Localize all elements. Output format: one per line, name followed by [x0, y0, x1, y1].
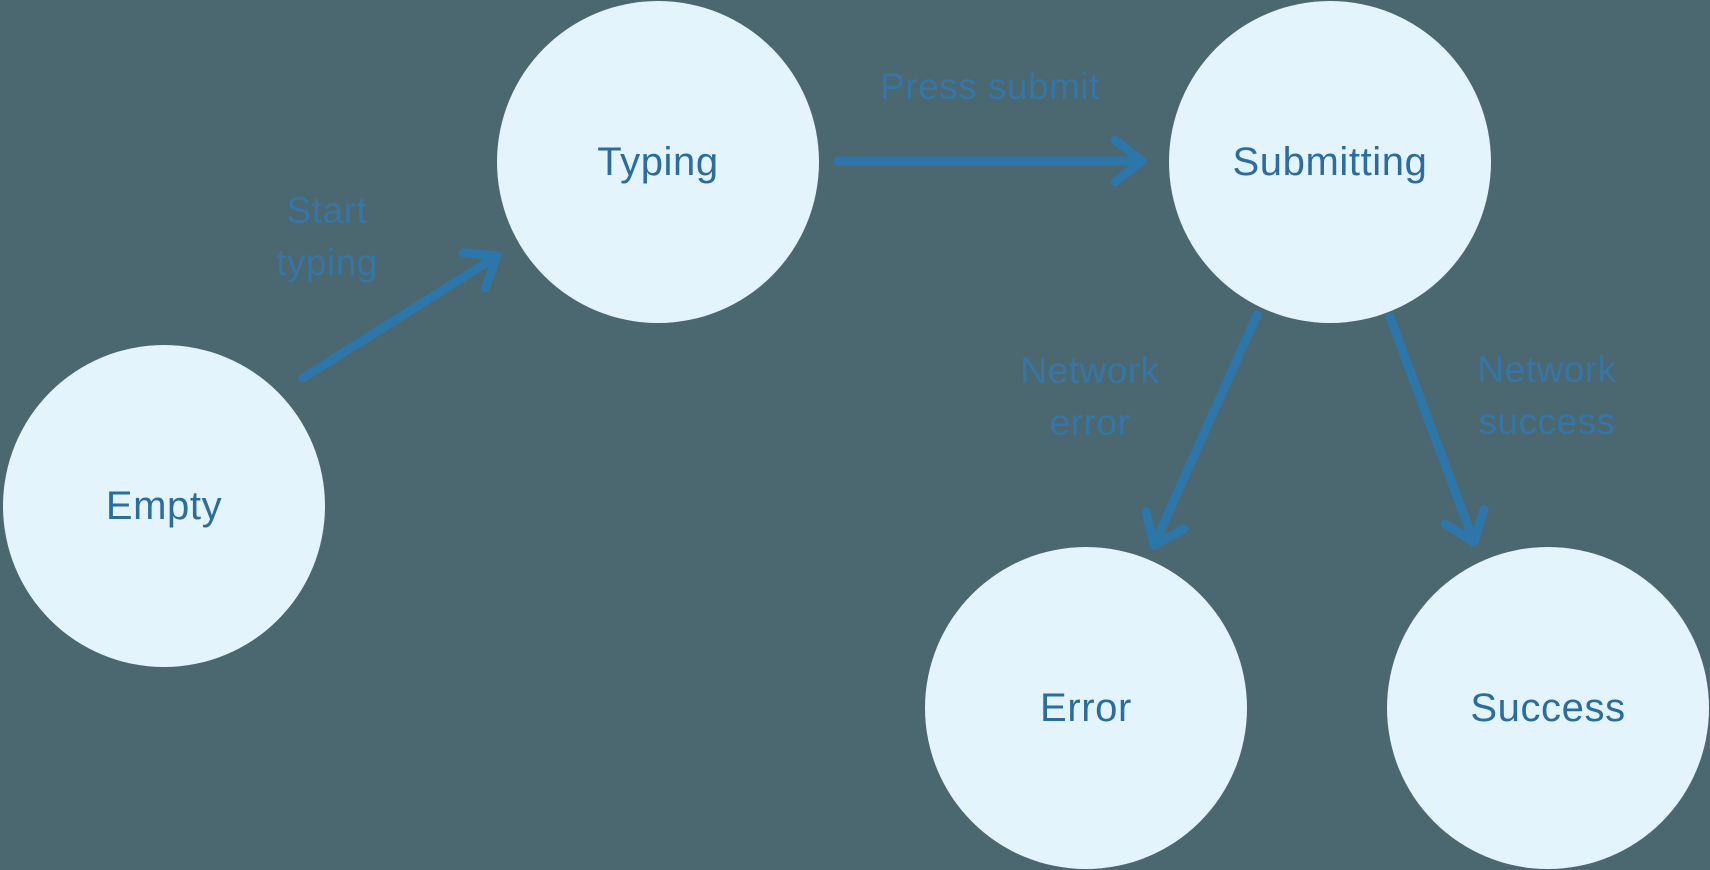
transition-label-start-typing: Start typing: [276, 185, 378, 289]
arrowhead-icon: [458, 248, 502, 293]
arrow-shaft: [298, 251, 502, 383]
state-node-label-empty: Empty: [105, 483, 223, 528]
transition-label-network-success: Network success: [1477, 344, 1616, 448]
arrow-shaft: [1385, 312, 1479, 547]
transition-label-line: error: [1049, 402, 1131, 443]
arrow-shaft: [1149, 310, 1262, 550]
arrowhead-icon: [1440, 505, 1489, 547]
transition-label-press-submit: Press submit: [880, 61, 1100, 113]
transition-arrow-press-submit: [833, 135, 1147, 187]
transition-arrow-network-error: [1141, 310, 1262, 550]
state-node-label-success: Success: [1470, 685, 1626, 730]
transition-label-line: Network: [1477, 349, 1617, 390]
transition-label-line: typing: [276, 242, 378, 283]
state-node-success: Success: [1387, 547, 1709, 869]
transition-label-line: Network: [1020, 350, 1160, 391]
arrowhead-icon: [1110, 135, 1147, 187]
state-node-empty: Empty: [3, 345, 325, 667]
transition-label-line: Start: [286, 190, 368, 231]
state-node-submitting: Submitting: [1169, 1, 1491, 323]
transition-arrow-start-typing: [298, 248, 502, 383]
transition-label-network-error: Network error: [1020, 345, 1159, 449]
transition-label-line: success: [1478, 401, 1616, 442]
state-node-typing: Typing: [497, 1, 819, 323]
state-node-error: Error: [925, 547, 1247, 869]
transition-arrow-network-success: [1385, 312, 1489, 547]
transition-label-line: Press submit: [880, 66, 1100, 107]
state-node-label-error: Error: [1040, 685, 1132, 730]
arrowhead-icon: [1141, 507, 1189, 550]
state-node-label-submitting: Submitting: [1232, 139, 1428, 184]
state-node-label-typing: Typing: [597, 139, 719, 184]
